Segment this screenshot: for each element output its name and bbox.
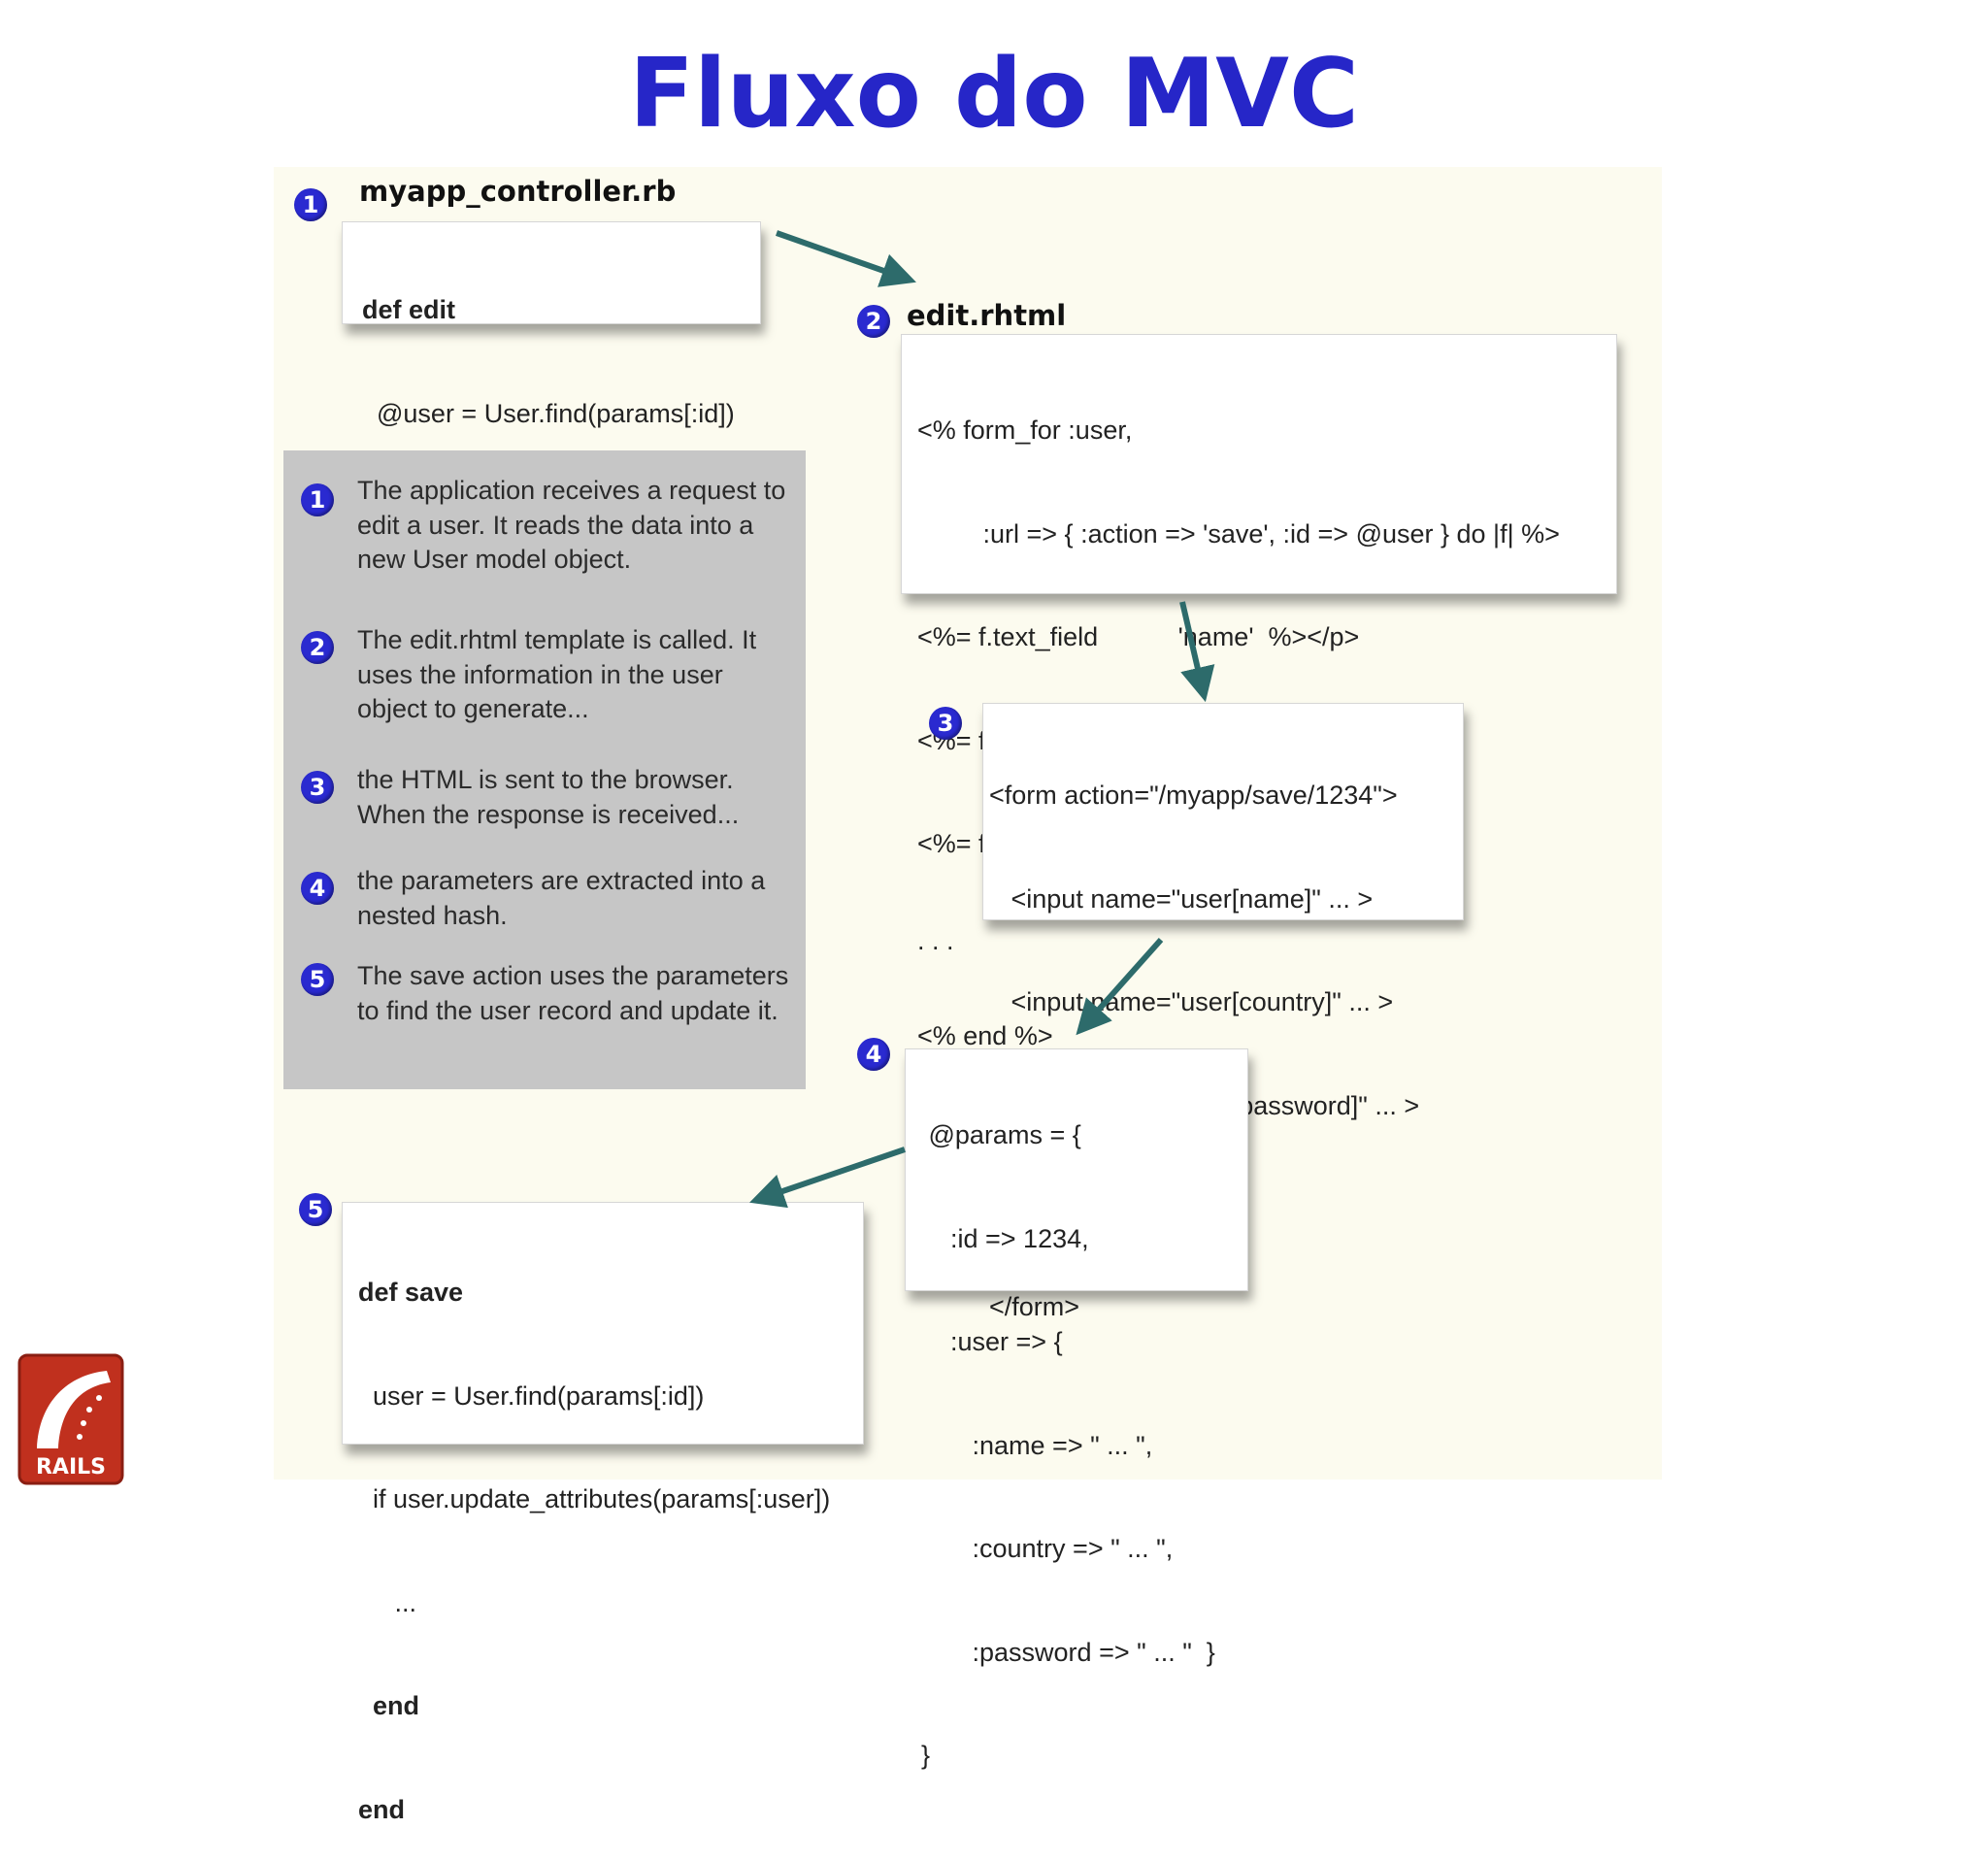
- desc-text-2: The edit.rhtml template is called. It us…: [357, 625, 757, 723]
- flow-arrows: [749, 230, 1215, 1209]
- code-line: user = User.find(params[:id]): [358, 1380, 705, 1411]
- step-badge-2: 2: [857, 305, 890, 338]
- code-line: ...: [358, 1587, 417, 1617]
- desc-badge-5: 5: [301, 963, 334, 996]
- code-line: }: [921, 1741, 931, 1770]
- controller-filename: myapp_controller.rb: [359, 175, 677, 208]
- arrow-html-to-params: [1076, 938, 1164, 1036]
- code-line: end: [358, 1691, 420, 1720]
- desc-text-4: the parameters are extracted into a nest…: [357, 866, 766, 930]
- code-line: :url => { :action => 'save', :id => @use…: [917, 518, 1560, 549]
- code-line: end: [358, 1794, 406, 1824]
- code-line: :name => " ... ",: [921, 1430, 1153, 1460]
- desc-text-5: The save action uses the parameters to f…: [357, 961, 789, 1025]
- desc-badge-4: 4: [301, 872, 334, 905]
- code-line: <input name="user[name]" ... >: [989, 883, 1374, 914]
- code-line: . . .: [917, 925, 954, 955]
- code-line: <form action="/myapp/save/1234">: [989, 781, 1398, 810]
- code-line: @params = {: [921, 1120, 1081, 1149]
- step-badge-4: 4: [857, 1038, 890, 1071]
- desc-badge-3: 3: [301, 771, 334, 804]
- code-line: :id => 1234,: [921, 1223, 1089, 1253]
- arrow-controller-to-view: [776, 230, 916, 287]
- rails-logo: RAILS: [17, 1353, 124, 1485]
- code-line: <% end %>: [917, 1020, 1053, 1050]
- code-line: @user = User.find(params[:id]): [362, 398, 735, 428]
- code-line: :country => " ... ",: [921, 1534, 1174, 1563]
- code-line: :user => {: [921, 1327, 1063, 1356]
- desc-text-1: The application receives a request to ed…: [357, 476, 786, 574]
- arrow-view-to-html: [1179, 601, 1215, 703]
- code-line: </form>: [989, 1292, 1080, 1321]
- view-filename: edit.rhtml: [907, 299, 1067, 332]
- step-badge-3: 3: [929, 707, 962, 740]
- rails-logo-text: RAILS: [36, 1455, 106, 1480]
- save-action-code-box: def save user = User.find(params[:id]) i…: [342, 1202, 864, 1824]
- code-line: :password => " ... " }: [921, 1637, 1215, 1667]
- slide-title: Fluxo do MVC: [629, 39, 1359, 150]
- desc-text-3: the HTML is sent to the browser. When th…: [357, 765, 740, 829]
- desc-badge-1: 1: [301, 483, 334, 516]
- controller-code-box: def edit @user = User.find(params[:id]) …: [342, 221, 761, 531]
- code-line: <% form_for :user,: [917, 416, 1133, 445]
- code-line: <input name="user[country]" ... >: [989, 987, 1394, 1016]
- desc-badge-2: 2: [301, 631, 334, 664]
- step-badge-5: 5: [299, 1193, 332, 1226]
- step-badge-1: 1: [294, 188, 327, 221]
- description-panel: 1 The application receives a request to …: [283, 450, 806, 1089]
- arrow-params-to-save: [749, 1147, 906, 1209]
- code-line: def edit: [362, 295, 456, 324]
- code-line: def save: [358, 1278, 464, 1307]
